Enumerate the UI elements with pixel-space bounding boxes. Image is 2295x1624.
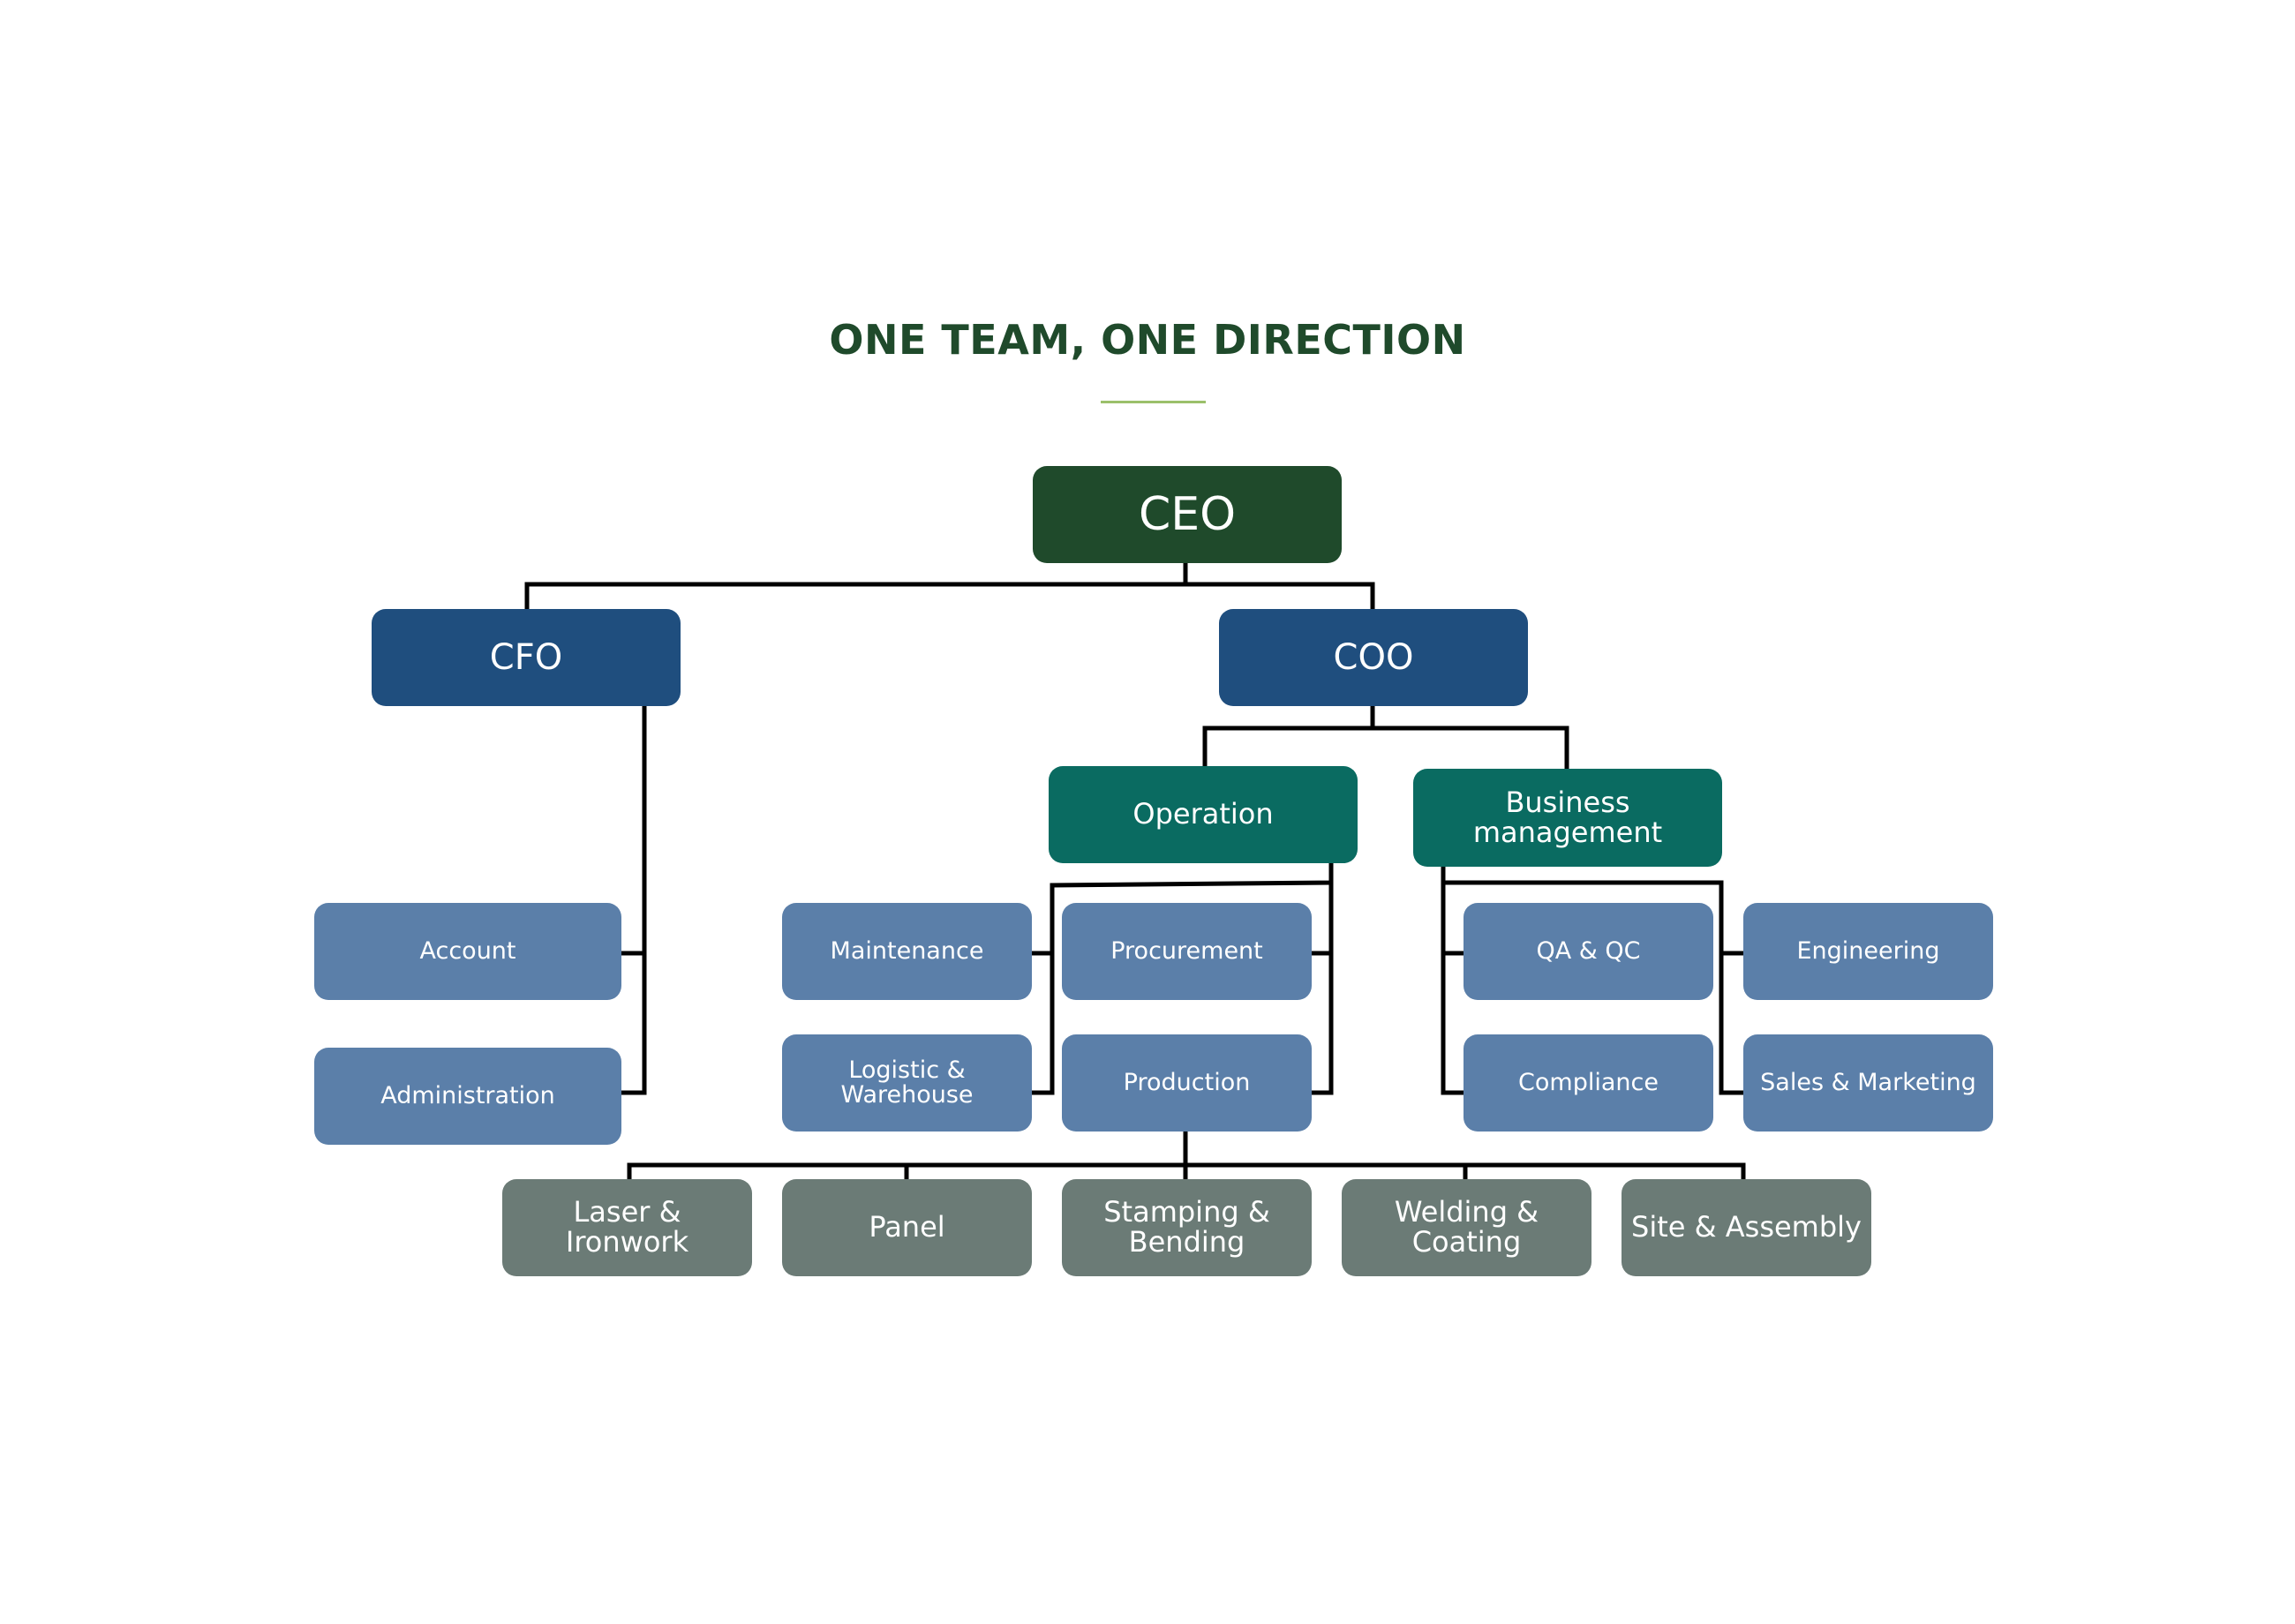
title-underline [1101,401,1206,403]
node-logistic-warehouse: Logistic & Warehouse [782,1034,1032,1132]
node-sales-marketing: Sales & Marketing [1743,1034,1993,1132]
connector-ceo-coo [1183,582,1375,612]
node-account: Account [314,903,621,1000]
node-panel: Panel [782,1179,1032,1276]
node-ceo: CEO [1033,466,1342,563]
node-coo: COO [1219,609,1528,706]
node-business-management: Business management [1413,769,1722,867]
chart-title: ONE TEAM, ONE DIRECTION [829,316,1466,364]
connector-operation-inner [1308,880,1334,1095]
node-laser-ironwork: Laser & Ironwork [502,1179,752,1276]
node-maintenance: Maintenance [782,903,1032,1000]
node-administration: Administration [314,1048,621,1145]
connector-business-outer [1441,864,1466,1095]
node-engineering: Engineering [1743,903,1993,1000]
node-stamping-bending: Stamping & Bending [1062,1179,1312,1276]
connector-coo-business-management [1370,726,1569,771]
node-compliance: Compliance [1464,1034,1713,1132]
node-welding-coating: Welding & Coating [1342,1179,1591,1276]
node-cfo: CFO [372,609,681,706]
node-procurement: Procurement [1062,903,1312,1000]
connector-business-inner [1441,880,1746,1095]
connector-ceo-cfo [524,560,1188,612]
connector-cfo-departments [618,703,647,1095]
node-production: Production [1062,1034,1312,1132]
connector-operation-outer [1028,860,1334,1095]
node-site-assembly: Site & Assembly [1622,1179,1871,1276]
node-operation: Operation [1049,766,1358,863]
node-qa-qc: QA & QC [1464,903,1713,1000]
connector-coo-divisions [1202,703,1375,769]
